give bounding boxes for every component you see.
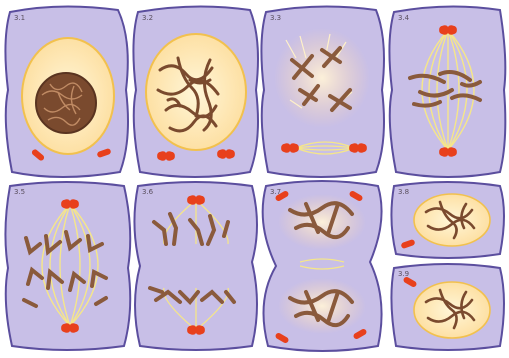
panel-label: 3.7	[270, 188, 281, 196]
panel-label: 3.5	[14, 188, 25, 196]
reforming-nucleus	[278, 194, 366, 250]
panel-5-anaphase: 3.5	[5, 182, 130, 350]
nucleus	[414, 194, 490, 246]
chromatin-mass	[36, 73, 96, 133]
panel-2-prophase: 3.2	[133, 6, 258, 177]
dissolving-nucleus	[274, 28, 370, 128]
panel-label: 3.4	[398, 14, 410, 22]
panel-3-prometaphase: 3.3	[261, 6, 384, 177]
panel-label: 3.1	[14, 14, 25, 22]
panel-label: 3.3	[270, 14, 281, 22]
panel-label: 3.8	[398, 188, 409, 196]
panel-label: 3.9	[398, 270, 409, 278]
panel-label: 3.2	[142, 14, 153, 22]
panel-4-metaphase: 3.4	[389, 6, 505, 177]
panel-1-interphase: 3.1	[5, 6, 128, 177]
panel-9-daughter-cell: 3.9	[391, 264, 504, 350]
panel-8-daughter-cell: 3.8	[391, 182, 504, 258]
reforming-nucleus	[278, 278, 366, 334]
panel-6-late-anaphase: 3.6	[134, 182, 257, 350]
panel-label: 3.6	[142, 188, 154, 196]
panel-7-telophase: 3.7	[263, 181, 382, 351]
